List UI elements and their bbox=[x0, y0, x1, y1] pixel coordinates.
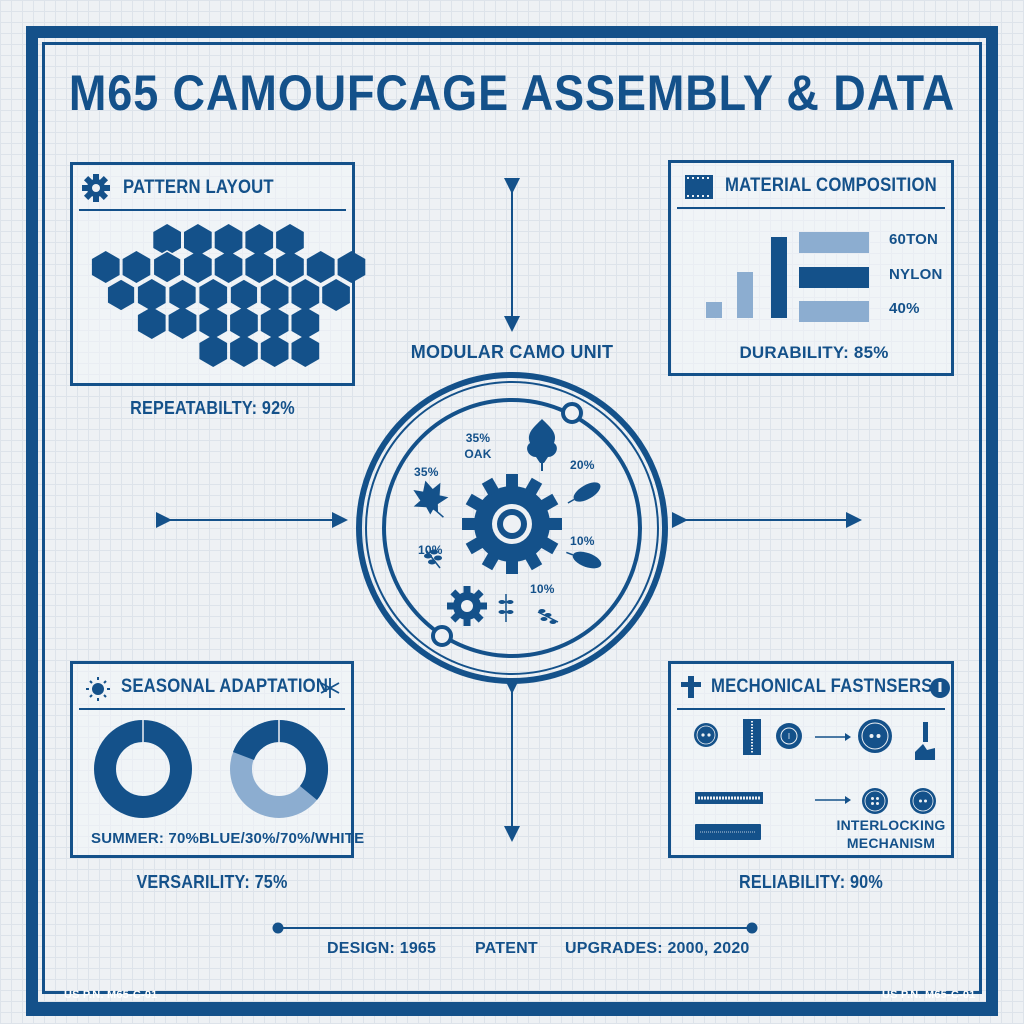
hbar-1 bbox=[799, 232, 869, 253]
page-title: M65 CAMOUFCAGE ASSEMBLY & DATA bbox=[68, 65, 956, 121]
sprig-icon bbox=[537, 609, 559, 624]
panel-title: SEASONAL ADAPTATION bbox=[121, 676, 329, 697]
leaf-icon bbox=[566, 551, 602, 569]
sewing-machine-icon bbox=[915, 722, 935, 760]
panel-title: MATERIAL COMPOSITION bbox=[725, 175, 937, 196]
material-label-2: NYLON bbox=[889, 266, 943, 283]
oak-percentage: 35% bbox=[465, 431, 491, 445]
snap-button-icon: I bbox=[776, 723, 802, 749]
small-gear-icon bbox=[447, 586, 487, 626]
panel-seasonal-adaptation: SEASONAL ADAPTATION SUMMER: 70% BLUE/30%… bbox=[70, 661, 364, 858]
velcro-strip-icon bbox=[695, 824, 761, 840]
material-label-3: 40% bbox=[889, 300, 920, 317]
panel-title: PATTERN LAYOUT bbox=[123, 177, 274, 198]
repeatability-caption: REPEATABILTY: 92% bbox=[130, 398, 295, 418]
blue-white-donut-chart bbox=[230, 719, 329, 818]
hexagon-pattern bbox=[91, 224, 366, 367]
sprig-percentage-2: 10% bbox=[530, 582, 555, 596]
leaf-percentage-2: 10% bbox=[570, 534, 595, 548]
snowflake-icon bbox=[320, 678, 340, 698]
leaf-icon bbox=[567, 482, 601, 504]
mechanism-label: MECHANISM bbox=[846, 835, 936, 851]
two-hole-button-icon bbox=[910, 788, 936, 814]
main-gear-icon bbox=[462, 474, 562, 574]
durability-caption: DURABILITY: 85% bbox=[739, 343, 889, 362]
footer-patent-number-right: US P.N. M65-C-01 bbox=[882, 989, 976, 1001]
zipper-icon bbox=[743, 719, 761, 755]
panel-title: MECHONICAL FASTNSERS bbox=[711, 676, 933, 697]
arrow-icon bbox=[815, 733, 851, 741]
panel-divider bbox=[677, 708, 945, 710]
thermometer-icon bbox=[930, 678, 950, 698]
modular-camo-unit-diagram bbox=[356, 372, 668, 684]
reliability-caption: RELIABILITY: 90% bbox=[739, 872, 883, 892]
timeline-design: DESIGN: 1965 bbox=[327, 940, 437, 957]
inner-frame bbox=[42, 42, 982, 994]
interlocking-label: INTERLOCKING bbox=[836, 817, 946, 833]
summer-label: SUMMER: 70% bbox=[91, 830, 200, 847]
screw-icon bbox=[681, 676, 701, 698]
outer-frame bbox=[26, 26, 998, 1016]
gear-icon bbox=[82, 174, 110, 202]
panel-divider bbox=[79, 209, 346, 211]
maple-leaf-icon bbox=[413, 480, 449, 518]
timeline-line bbox=[272, 922, 758, 934]
oak-label: OAK bbox=[464, 447, 492, 461]
summer-donut-chart bbox=[94, 719, 192, 818]
material-bar-chart bbox=[706, 232, 869, 322]
sprig-percentage-1: 10% bbox=[418, 543, 443, 557]
sun-icon bbox=[86, 677, 110, 701]
versatility-caption: VERSARILITY: 75% bbox=[136, 872, 288, 892]
leaf-percentage-1: 20% bbox=[570, 458, 595, 472]
blue-white-label: BLUE/30%/70%/WHITE bbox=[199, 830, 365, 847]
timeline-patent: PATENT bbox=[475, 940, 538, 957]
timeline-upgrades: UPGRADES: 2000, 2020 bbox=[565, 940, 750, 957]
bar-3 bbox=[771, 237, 787, 318]
bar-1 bbox=[706, 302, 722, 318]
footer-patent-number-left: US P.N. M65-C-01 bbox=[64, 989, 158, 1001]
arrow-icon bbox=[815, 796, 851, 804]
panel-divider bbox=[677, 207, 945, 209]
oak-leaf-icon bbox=[527, 419, 557, 471]
svg-text:I: I bbox=[788, 732, 790, 741]
button-icon bbox=[694, 723, 718, 747]
film-strip-icon bbox=[685, 175, 713, 199]
panel-divider bbox=[79, 708, 345, 710]
sprig-icon bbox=[424, 549, 442, 569]
bar-2 bbox=[737, 272, 753, 318]
hbar-3 bbox=[799, 301, 869, 322]
center-unit-label: MODULAR CAMO UNIT bbox=[410, 342, 614, 362]
panel-pattern-layout: PATTERN LAYOUT bbox=[70, 162, 366, 386]
material-label-1: 60TON bbox=[889, 231, 939, 248]
four-hole-button-icon bbox=[862, 788, 888, 814]
maple-percentage: 35% bbox=[414, 465, 439, 479]
hbar-2 bbox=[799, 267, 869, 288]
stitching-strip-icon bbox=[695, 792, 763, 804]
panel-material-composition: MATERIAL COMPOSITION DURABILITY: 85% 60T… bbox=[668, 160, 954, 376]
sprig-icon bbox=[498, 594, 514, 622]
panel-mechanical-fasteners: MECHONICAL FASTNSERS I bbox=[668, 661, 954, 858]
large-button-icon bbox=[858, 719, 892, 753]
